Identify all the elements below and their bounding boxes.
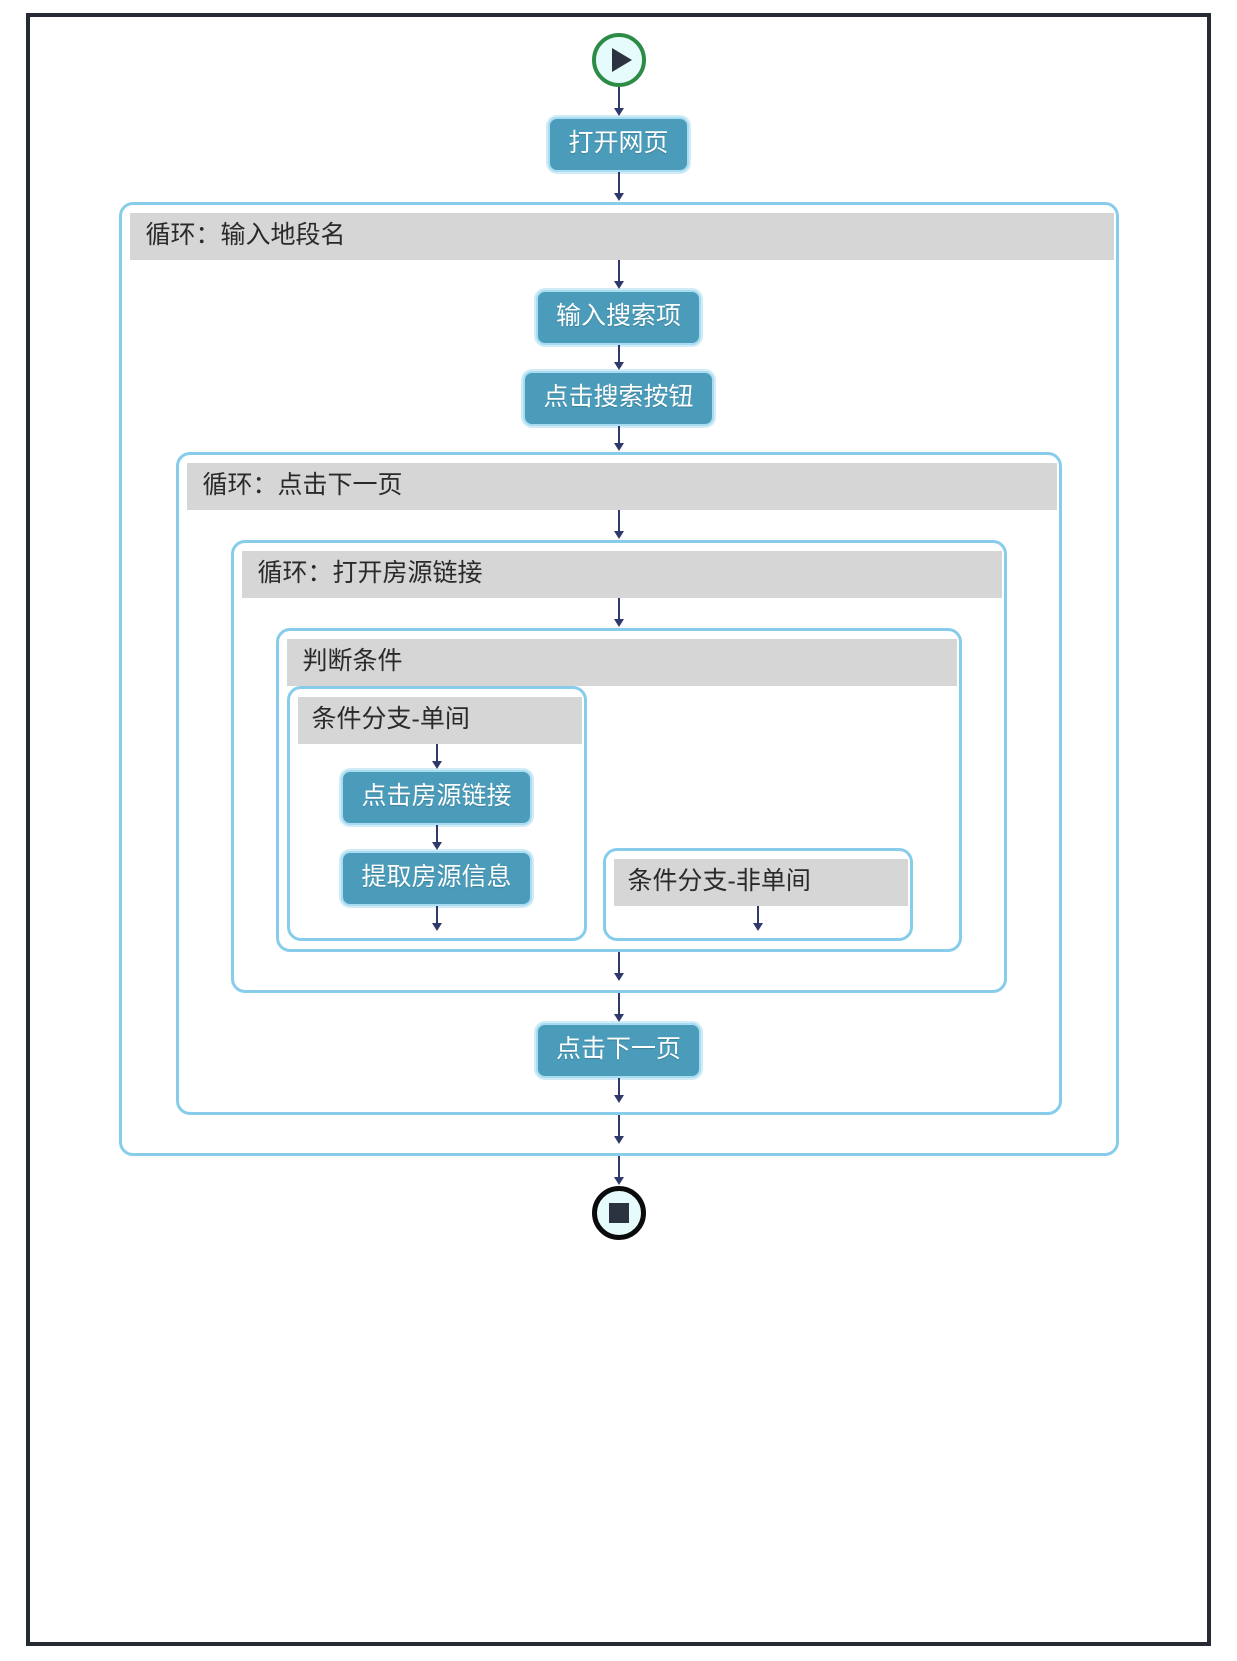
connector-arrow [612, 510, 626, 540]
connector-arrow [612, 172, 626, 202]
connector-arrow [612, 1156, 626, 1186]
branch-not-single-title: 条件分支-非单间 [613, 859, 908, 906]
connector-arrow [430, 825, 444, 851]
branch-not-single-block[interactable]: 条件分支-非单间 [602, 848, 913, 941]
branch-single-title: 条件分支-单间 [297, 697, 582, 744]
flow-canvas: 打开网页 循环：输入地段名 输入搜索项 点击搜索按钮 循环：点击下一页 [30, 17, 1207, 1642]
connector-arrow [751, 906, 765, 932]
loop-district-block[interactable]: 循环：输入地段名 输入搜索项 点击搜索按钮 循环：点击下一页 [118, 202, 1119, 1156]
connector-arrow [612, 345, 626, 371]
connector-arrow [612, 1115, 626, 1145]
action-click-listing-link[interactable]: 点击房源链接 [341, 770, 532, 825]
condition-block[interactable]: 判断条件 条件分支-单间 点击房源链接 [275, 628, 962, 952]
action-extract-listing-info[interactable]: 提取房源信息 [341, 851, 532, 906]
action-open-page[interactable]: 打开网页 [548, 117, 689, 172]
condition-branch-row: 条件分支-单间 点击房源链接 提取房源信息 [279, 686, 959, 949]
end-node[interactable] [591, 1186, 646, 1240]
connector-arrow [612, 1078, 626, 1104]
loop-next-page-title: 循环：点击下一页 [186, 463, 1057, 510]
condition-title: 判断条件 [286, 639, 957, 686]
connector-arrow [612, 993, 626, 1023]
loop-open-listing-title: 循环：打开房源链接 [241, 551, 1002, 598]
branch-single-body: 点击房源链接 提取房源信息 [290, 744, 584, 938]
connector-arrow [612, 87, 626, 117]
loop-district-body: 输入搜索项 点击搜索按钮 循环：点击下一页 循环：打开房源链接 [122, 260, 1116, 1153]
connector-arrow [612, 598, 626, 628]
diagram-frame: 打开网页 循环：输入地段名 输入搜索项 点击搜索按钮 循环：点击下一页 [26, 13, 1211, 1646]
action-input-search[interactable]: 输入搜索项 [535, 290, 701, 345]
action-click-search[interactable]: 点击搜索按钮 [523, 371, 714, 426]
loop-open-listing-block[interactable]: 循环：打开房源链接 判断条件 [230, 540, 1007, 993]
loop-next-page-block[interactable]: 循环：点击下一页 循环：打开房源链接 判断条件 [175, 452, 1062, 1115]
stop-icon [608, 1203, 629, 1223]
action-click-next-page[interactable]: 点击下一页 [535, 1023, 701, 1078]
play-icon [611, 48, 632, 72]
start-node[interactable] [591, 33, 646, 87]
connector-arrow [612, 426, 626, 452]
branch-single-block[interactable]: 条件分支-单间 点击房源链接 提取房源信息 [286, 686, 587, 941]
loop-open-listing-body: 判断条件 条件分支-单间 点击房源链接 [234, 598, 1004, 990]
connector-arrow [430, 744, 444, 770]
connector-arrow [430, 906, 444, 932]
branch-not-single-body [606, 906, 910, 938]
connector-arrow [612, 952, 626, 982]
loop-next-page-body: 循环：打开房源链接 判断条件 [179, 510, 1059, 1112]
loop-district-title: 循环：输入地段名 [129, 213, 1114, 260]
connector-arrow [612, 260, 626, 290]
